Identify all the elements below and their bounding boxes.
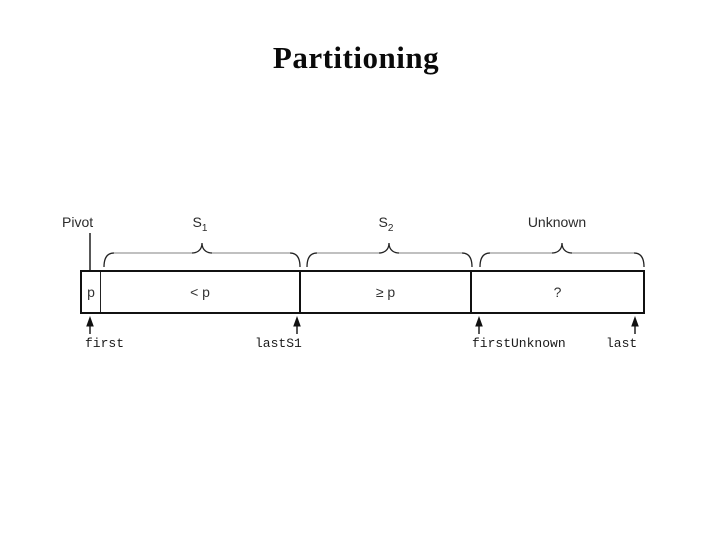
unknown-brace (479, 242, 645, 268)
pivot-label: Pivot (62, 214, 94, 230)
s2-brace (306, 242, 473, 268)
unknown-cell: ? (553, 284, 562, 300)
lasts1-index-label: lastS1 (255, 336, 302, 351)
lasts1-arrow (293, 316, 301, 334)
array-box: p < p ≥ p ? (80, 270, 645, 314)
s2-label: S2 (379, 214, 394, 234)
s1-cell: < p (101, 272, 301, 312)
first-index-label: first (85, 336, 125, 351)
pivot-cell: p (82, 272, 101, 312)
s1-brace (103, 242, 301, 268)
last-index-label: last (606, 336, 638, 351)
s2-label-base: S (378, 214, 388, 230)
s1-label-sub: 1 (201, 222, 208, 234)
firstunknown-arrow (475, 316, 483, 334)
s2-label-sub: 2 (387, 222, 394, 234)
s2-cell: ≥ p (301, 272, 472, 312)
unknown-label: Unknown (527, 214, 587, 230)
page-title: Partitioning (272, 40, 440, 75)
s1-label-base: S (192, 214, 202, 230)
last-arrow (631, 316, 639, 334)
s1-label: S1 (193, 214, 208, 234)
firstunknown-index-label: firstUnknown (472, 336, 566, 351)
first-arrow (86, 316, 94, 334)
